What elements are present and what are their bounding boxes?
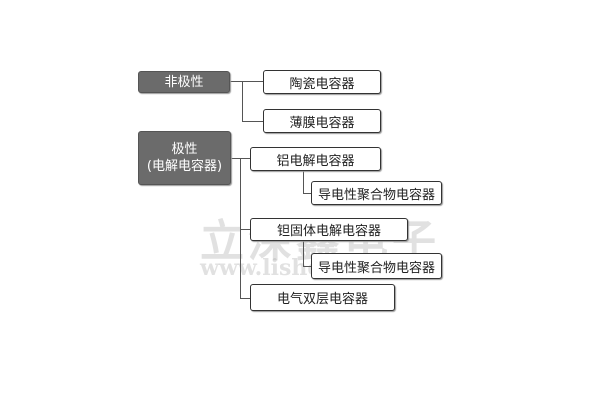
node-label: 铝电解电容器 — [276, 153, 355, 169]
node-polymer-1: 导电性聚合物电容器 — [311, 181, 442, 205]
connector — [303, 193, 311, 194]
node-film: 薄膜电容器 — [263, 109, 381, 133]
node-label: 电气双层电容器 — [276, 292, 368, 307]
node-label: 陶瓷电容器 — [289, 76, 355, 92]
node-polar: 极性 (电解电容器) — [138, 131, 231, 185]
node-edlc: 电气双层电容器 — [250, 284, 395, 311]
connector — [230, 81, 263, 82]
node-label: (电解电容器) — [146, 159, 223, 174]
connector — [242, 121, 263, 122]
connector — [240, 298, 250, 299]
node-label: 钽固体电解电容器 — [276, 224, 381, 239]
connector — [240, 158, 241, 298]
connector — [303, 266, 311, 267]
node-label: 导电性聚合物电容器 — [317, 187, 435, 203]
node-label: 极性 — [171, 142, 198, 157]
node-label: 薄膜电容器 — [289, 115, 355, 131]
node-label: 导电性聚合物电容器 — [317, 260, 435, 276]
node-nonpolar: 非极性 — [138, 71, 230, 93]
node-tantalum: 钽固体电解电容器 — [250, 218, 408, 241]
node-label: 非极性 — [164, 74, 204, 90]
node-aluminum: 铝电解电容器 — [250, 147, 381, 171]
connector — [303, 171, 304, 193]
connector — [240, 229, 250, 230]
connector — [242, 81, 243, 121]
node-ceramic: 陶瓷电容器 — [263, 70, 381, 94]
connector — [303, 241, 304, 266]
node-polymer-2: 导电性聚合物电容器 — [311, 253, 442, 279]
